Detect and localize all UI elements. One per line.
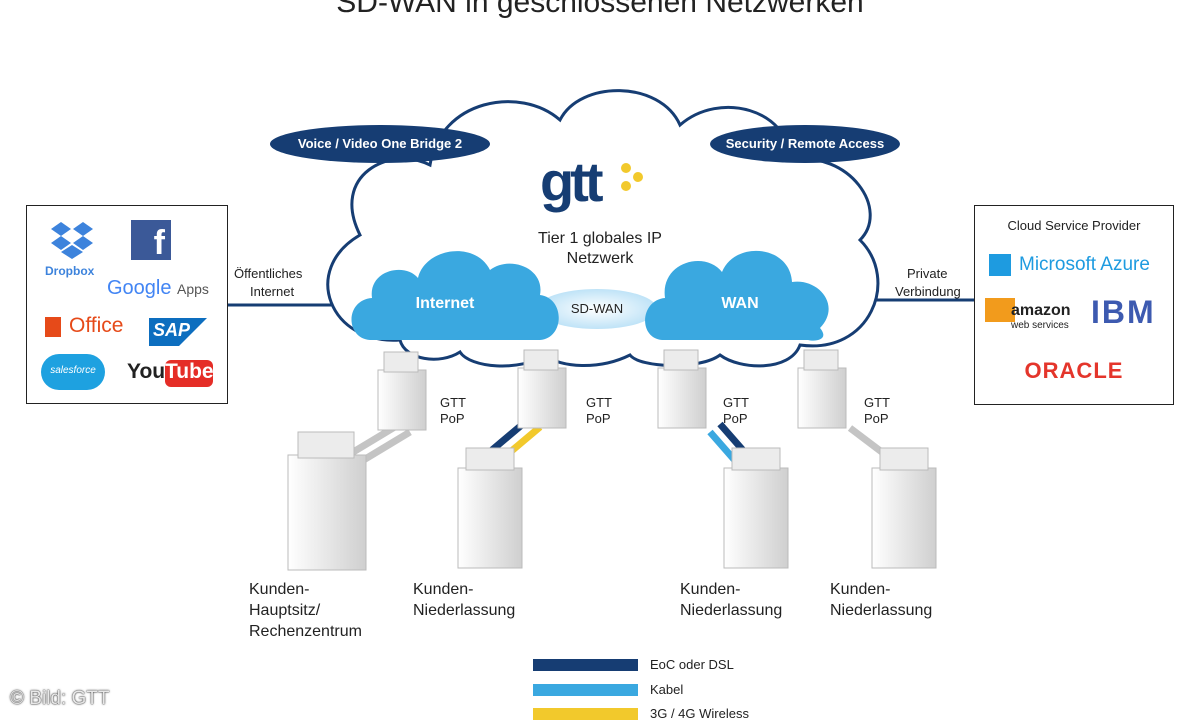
- dropbox-icon: [51, 222, 93, 259]
- copyright-label: © Bild: GTT: [10, 688, 110, 709]
- cloud-providers-header: Cloud Service Provider: [1007, 218, 1141, 233]
- pop-label-2-line2: PoP: [586, 411, 611, 426]
- pop-building-2: [517, 349, 567, 429]
- gtt-logo-dot-icon: [621, 181, 631, 191]
- internet-cloud: [351, 251, 559, 340]
- private-connection-label-2: Verbindung: [895, 284, 961, 299]
- wan-label: WAN: [721, 295, 759, 312]
- pop-label-1-line2: PoP: [440, 411, 465, 426]
- pop-label-2-line1: GTT: [586, 395, 612, 410]
- pop-building-3: [657, 349, 707, 429]
- security-badge-label: Security / Remote Access: [725, 136, 885, 151]
- site-building-hq: [287, 431, 367, 571]
- microsoft-azure-label: Microsoft Azure: [1019, 254, 1150, 275]
- sap-icon: [149, 318, 207, 346]
- cloud-subtitle-line2: Netzwerk: [566, 250, 634, 267]
- aws-cubes-icon: [985, 298, 1015, 322]
- diagram-title: SD-WAN in geschlossenen Netzwerken: [336, 0, 864, 19]
- pop-label-4-line1: GTT: [864, 395, 890, 410]
- site-building-branch2: [723, 447, 789, 569]
- sd-wan-label: SD-WAN: [570, 301, 624, 316]
- pop-label-1-line1: GTT: [440, 395, 466, 410]
- amazon-label: amazon: [1011, 302, 1071, 319]
- site-caption-branch3-line1: Kunden-: [830, 581, 891, 598]
- pop-label-3-line1: GTT: [723, 395, 749, 410]
- office-icon: [45, 317, 61, 337]
- legend-swatch-eoc: [533, 659, 638, 671]
- dropbox-label: Dropbox: [45, 264, 95, 278]
- wan-cloud: [645, 250, 829, 341]
- voice-video-badge: [270, 125, 490, 163]
- site-caption-hq-line2: Hauptsitz/: [249, 602, 321, 619]
- saas-apps-panel: Dropbox f Google Apps Office SAP salesfo…: [26, 205, 228, 404]
- security-badge: [710, 125, 900, 163]
- legend-swatch-wireless: [533, 708, 638, 720]
- site-caption-branch3-line2: Niederlassung: [830, 602, 933, 619]
- public-internet-label-1: Öffentliches: [234, 266, 303, 281]
- site-building-branch3: [871, 447, 937, 569]
- pop-building-4: [797, 349, 847, 429]
- youtube-tube-badge: [165, 360, 213, 387]
- site-caption-hq-line3: Rechenzentrum: [249, 623, 362, 640]
- youtube-tube-label: Tube: [165, 360, 214, 383]
- gtt-logo-dot-icon: [633, 172, 643, 182]
- legend-label-wireless: 3G / 4G Wireless: [650, 706, 749, 721]
- facebook-icon: [131, 220, 171, 260]
- legend-label-eoc: EoC oder DSL: [650, 657, 734, 672]
- pop-building-1: [377, 351, 427, 431]
- gtt-logo: gtt: [540, 150, 603, 213]
- google-logo: Google: [107, 277, 172, 299]
- private-connection-label-1: Private: [907, 266, 948, 281]
- facebook-glyph: f: [153, 224, 165, 262]
- sd-wan-glow: [537, 289, 657, 329]
- legend-label-kabel: Kabel: [650, 682, 684, 697]
- amazon-sub-label: web services: [1011, 320, 1069, 331]
- cloud-providers-panel: Cloud Service Provider Microsoft Azure a…: [974, 205, 1174, 405]
- youtube-you-label: You: [127, 360, 166, 383]
- site-building-branch1: [457, 447, 523, 569]
- oracle-label: ORACLE: [1024, 358, 1124, 383]
- site-caption-branch1-line1: Kunden-: [413, 581, 474, 598]
- site-caption-branch1-line2: Niederlassung: [413, 602, 516, 619]
- public-internet-label-2: Internet: [250, 284, 295, 299]
- google-apps-label: Apps: [177, 281, 209, 297]
- pop-label-4-line2: PoP: [864, 411, 889, 426]
- microsoft-windows-icon: [989, 254, 1011, 276]
- pop-label-3-line2: PoP: [723, 411, 748, 426]
- site-caption-branch2-line2: Niederlassung: [680, 602, 783, 619]
- salesforce-label: salesforce: [50, 365, 96, 376]
- sap-label: SAP: [153, 320, 191, 340]
- site-caption-branch2-line1: Kunden-: [680, 581, 741, 598]
- legend-swatch-kabel: [533, 684, 638, 696]
- voice-video-badge-label: Voice / Video One Bridge 2: [297, 136, 463, 151]
- gtt-logo-dot-icon: [621, 163, 631, 173]
- internet-label: Internet: [415, 295, 475, 312]
- site-caption-hq-line1: Kunden-: [249, 581, 310, 598]
- salesforce-icon: [41, 354, 105, 390]
- cloud-subtitle-line1: Tier 1 globales IP: [538, 230, 662, 247]
- office-label: Office: [69, 314, 124, 337]
- ibm-label: IBM: [1091, 294, 1156, 330]
